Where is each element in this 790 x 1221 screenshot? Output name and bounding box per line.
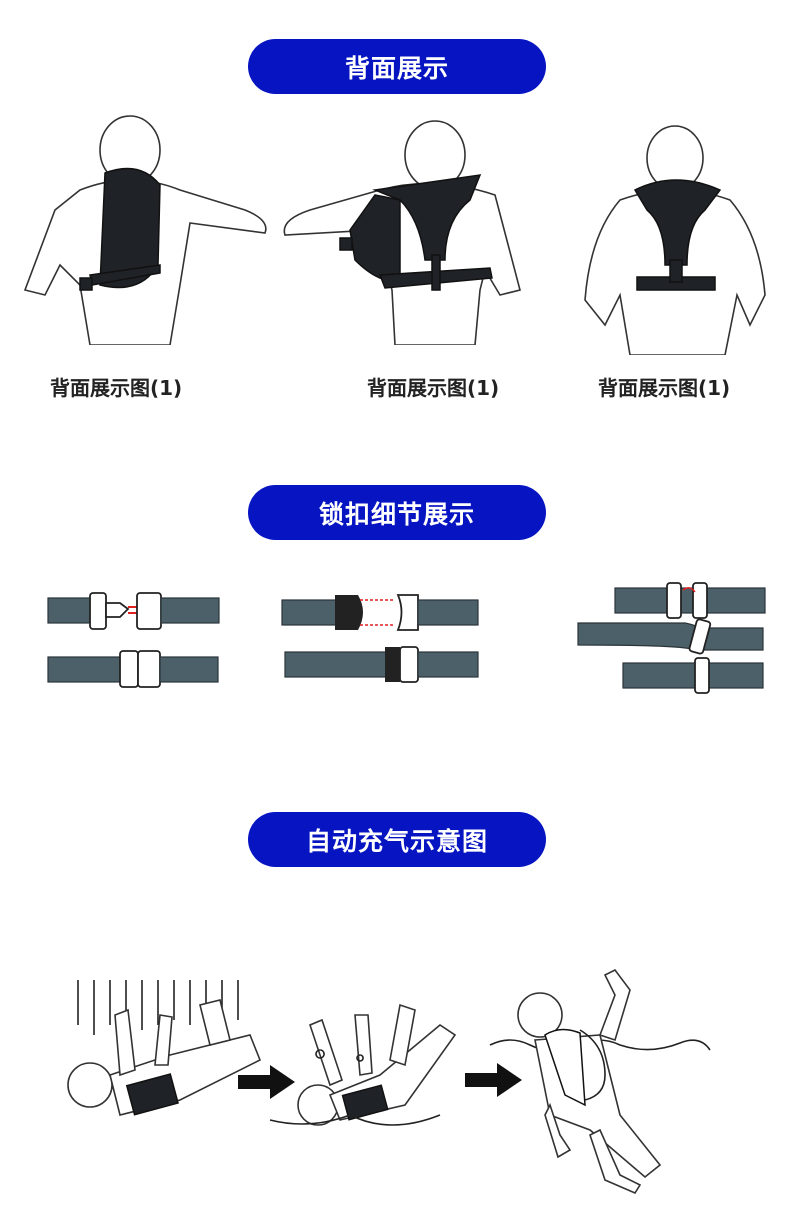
caption-back-view-2: 背面展示图(1) <box>367 376 500 400</box>
back-view-figure-1 <box>23 115 267 345</box>
back-view-figure-3 <box>584 125 766 355</box>
strap-adjuster-diagram <box>577 582 766 694</box>
arrow-right-icon <box>465 1063 522 1097</box>
auto-inflation-sequence <box>67 968 711 1195</box>
section-header-buckle-detail: 锁扣细节展示 <box>248 485 546 540</box>
arrow-right-icon <box>238 1065 295 1099</box>
section-header-auto-inflation: 自动充气示意图 <box>248 812 546 867</box>
back-view-figure-2 <box>283 120 521 345</box>
side-release-buckle-diagram <box>47 592 220 688</box>
submerging-person-figure <box>269 1003 457 1126</box>
quick-release-buckle-diagram <box>281 594 479 683</box>
section-header-back-view: 背面展示 <box>248 39 546 94</box>
caption-back-view-3: 背面展示图(1) <box>598 376 731 400</box>
caption-back-view-1: 背面展示图(1) <box>50 376 183 400</box>
floating-person-with-inflated-vest <box>489 968 711 1195</box>
falling-person-figure <box>67 980 262 1116</box>
